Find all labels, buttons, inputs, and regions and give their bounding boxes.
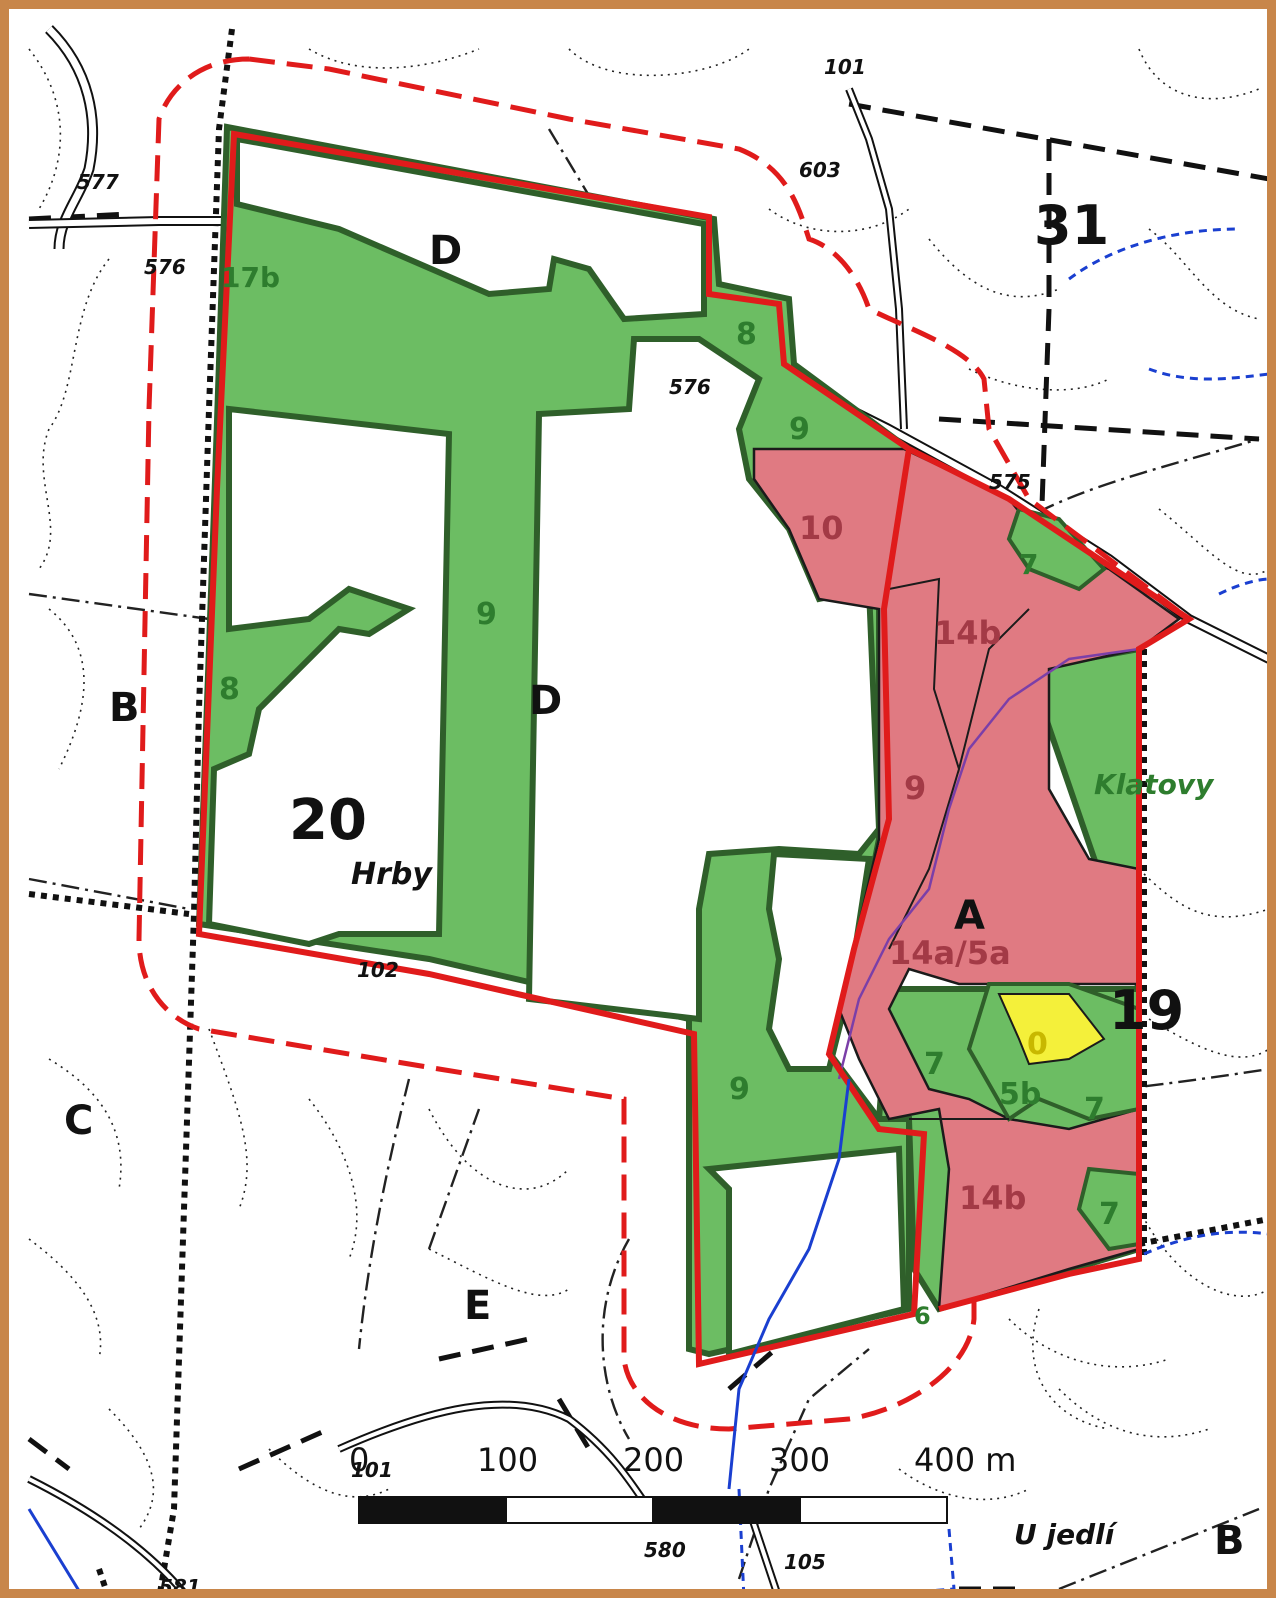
green-label-8-west: 8 (219, 672, 240, 707)
red-label-10: 10 (799, 509, 844, 547)
project-boundary-solid[interactable] (195, 130, 1195, 1368)
zone-label-19: 19 (1109, 979, 1184, 1042)
scale-tick-300: 300 (769, 1441, 830, 1479)
clearing-north (234, 135, 707, 323)
scale-seg-1 (358, 1496, 507, 1524)
letter-c: C (64, 1098, 93, 1144)
place-klatovy: Klatovy (1094, 768, 1215, 801)
letter-b-south: B (1214, 1518, 1245, 1564)
letter-b-west: B (109, 685, 140, 731)
letter-d-center: D (529, 678, 562, 724)
zone-label-20: 20 (289, 788, 367, 853)
green-label-9-ne: 9 (789, 412, 810, 447)
elev-576-road: 576 (669, 375, 711, 399)
green-stand-7-sw (1076, 1166, 1141, 1252)
yellow-zone[interactable] (997, 993, 1106, 1066)
yellow-label-0: 0 (1027, 1027, 1048, 1062)
green-label-7-d: 7 (1099, 1197, 1120, 1232)
green-label-7-b: 7 (924, 1047, 945, 1082)
green-label-7-c: 7 (1084, 1092, 1105, 1127)
elev-101-south: 101 (351, 1458, 393, 1482)
stream-purple (837, 647, 1140, 1080)
elevations: 577 576 576 575 603 101 102 101 580 105 … (77, 55, 1031, 1598)
scale-tick-400: 400 m (914, 1441, 1016, 1479)
green-label-8-north: 8 (736, 317, 757, 352)
green-label-5b: 5b (999, 1077, 1041, 1112)
green-label-9-strip: 9 (476, 597, 497, 632)
zone-label-31: 31 (1034, 194, 1109, 257)
red-label-14b-north: 14b (934, 614, 1001, 652)
scale-tick-100: 100 (477, 1441, 538, 1479)
buffer-boundary-dashed[interactable] (136, 56, 1191, 1432)
forest-map[interactable]: 20 31 19 A B B C D D E 17b 8 8 9 9 9 7 7… (9, 9, 1276, 1598)
place-names: Hrby Klatovy U jedlí (351, 768, 1215, 1551)
elev-576-west: 576 (144, 255, 186, 279)
scale-tick-0: 0 (349, 1441, 369, 1479)
clearing-20 (205, 405, 453, 948)
stand-boundaries (28, 48, 1267, 1530)
green-label-6: 6 (914, 1302, 931, 1330)
green-stand-7-north (1006, 506, 1107, 592)
scale-tick-200: 200 (623, 1441, 684, 1479)
scale-seg-4 (799, 1496, 948, 1524)
forest-stands[interactable] (195, 123, 1144, 1358)
letter-d-north: D (429, 228, 462, 274)
zone-labels: 20 31 19 A B B C D D E 17b 8 8 9 9 9 7 7… (64, 194, 1245, 1564)
place-hrby: Hrby (351, 857, 433, 892)
elev-603: 603 (799, 158, 841, 182)
green-label-17b: 17b (221, 261, 280, 294)
elev-575: 575 (989, 470, 1031, 494)
black-dashed-lines (27, 101, 1267, 1589)
elev-580: 580 (644, 1538, 686, 1562)
elev-105: 105 (784, 1550, 826, 1574)
green-label-7-a: 7 (1019, 548, 1038, 581)
clearing-6 (765, 850, 873, 1072)
red-label-14a5a: 14a/5a (889, 934, 1011, 972)
green-label-9-south: 9 (729, 1072, 750, 1107)
elev-101-north: 101 (824, 55, 866, 79)
letter-e: E (464, 1283, 491, 1329)
heavy-dotted-lines (28, 28, 1267, 1589)
red-label-14b-south: 14b (959, 1179, 1026, 1217)
red-label-9: 9 (904, 769, 926, 807)
place-u-jedli: U jedlí (1014, 1518, 1119, 1551)
elev-581: 581 (159, 1575, 201, 1598)
stream-blue (727, 1078, 851, 1490)
scale-seg-3 (652, 1496, 801, 1524)
scale-seg-2 (505, 1496, 654, 1524)
scale-bar: 0 100 200 300 400 m (349, 1441, 1016, 1524)
letter-a: A (954, 893, 985, 939)
elev-577: 577 (77, 170, 119, 194)
water (27, 227, 1267, 1589)
elev-102: 102 (357, 958, 399, 982)
